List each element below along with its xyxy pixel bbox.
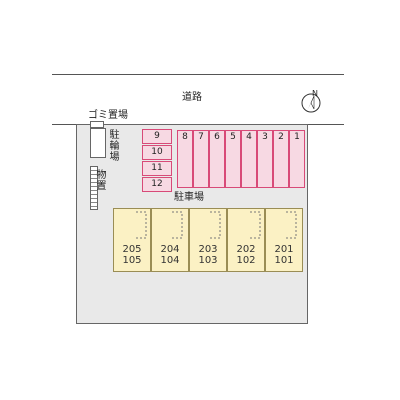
unit-block: 205 105 bbox=[113, 208, 151, 272]
north-compass-icon bbox=[300, 92, 322, 114]
garbage-label: ゴミ置場 bbox=[88, 110, 128, 121]
unit-number-upper: 204 bbox=[160, 244, 180, 255]
parking-slot: 9 bbox=[142, 129, 172, 144]
parking-slot: 5 bbox=[225, 130, 241, 188]
unit-number-lower: 104 bbox=[160, 255, 180, 266]
unit-number-upper: 202 bbox=[236, 244, 256, 255]
storage-shed bbox=[90, 166, 98, 210]
parking-slot: 3 bbox=[257, 130, 273, 188]
unit-number-lower: 105 bbox=[122, 255, 142, 266]
parking-slot: 12 bbox=[142, 177, 172, 192]
road-label: 道路 bbox=[182, 92, 202, 103]
unit-number-lower: 103 bbox=[198, 255, 218, 266]
unit-number-lower: 102 bbox=[236, 255, 256, 266]
parking-slot: 2 bbox=[273, 130, 289, 188]
bicycle-parking bbox=[90, 128, 106, 158]
compass-label: N bbox=[312, 89, 318, 98]
bicycle-label: 駐輪場 bbox=[109, 130, 120, 163]
unit-block: 201 101 bbox=[265, 208, 303, 272]
parking-slot: 1 bbox=[289, 130, 305, 188]
parking-slot: 7 bbox=[193, 130, 209, 188]
storage-label: 物置 bbox=[96, 170, 107, 192]
unit-block: 202 102 bbox=[227, 208, 265, 272]
unit-number-lower: 101 bbox=[274, 255, 294, 266]
parking-slot: 4 bbox=[241, 130, 257, 188]
parking-slot: 10 bbox=[142, 145, 172, 160]
parking-slot: 11 bbox=[142, 161, 172, 176]
parking-label: 駐車場 bbox=[174, 192, 204, 203]
unit-block: 204 104 bbox=[151, 208, 189, 272]
unit-number-upper: 203 bbox=[198, 244, 218, 255]
unit-number-upper: 201 bbox=[274, 244, 294, 255]
parking-slot: 8 bbox=[177, 130, 193, 188]
unit-block: 203 103 bbox=[189, 208, 227, 272]
garbage-area bbox=[90, 121, 104, 128]
road-edge-top bbox=[52, 74, 344, 75]
unit-number-upper: 205 bbox=[122, 244, 142, 255]
parking-slot: 6 bbox=[209, 130, 225, 188]
